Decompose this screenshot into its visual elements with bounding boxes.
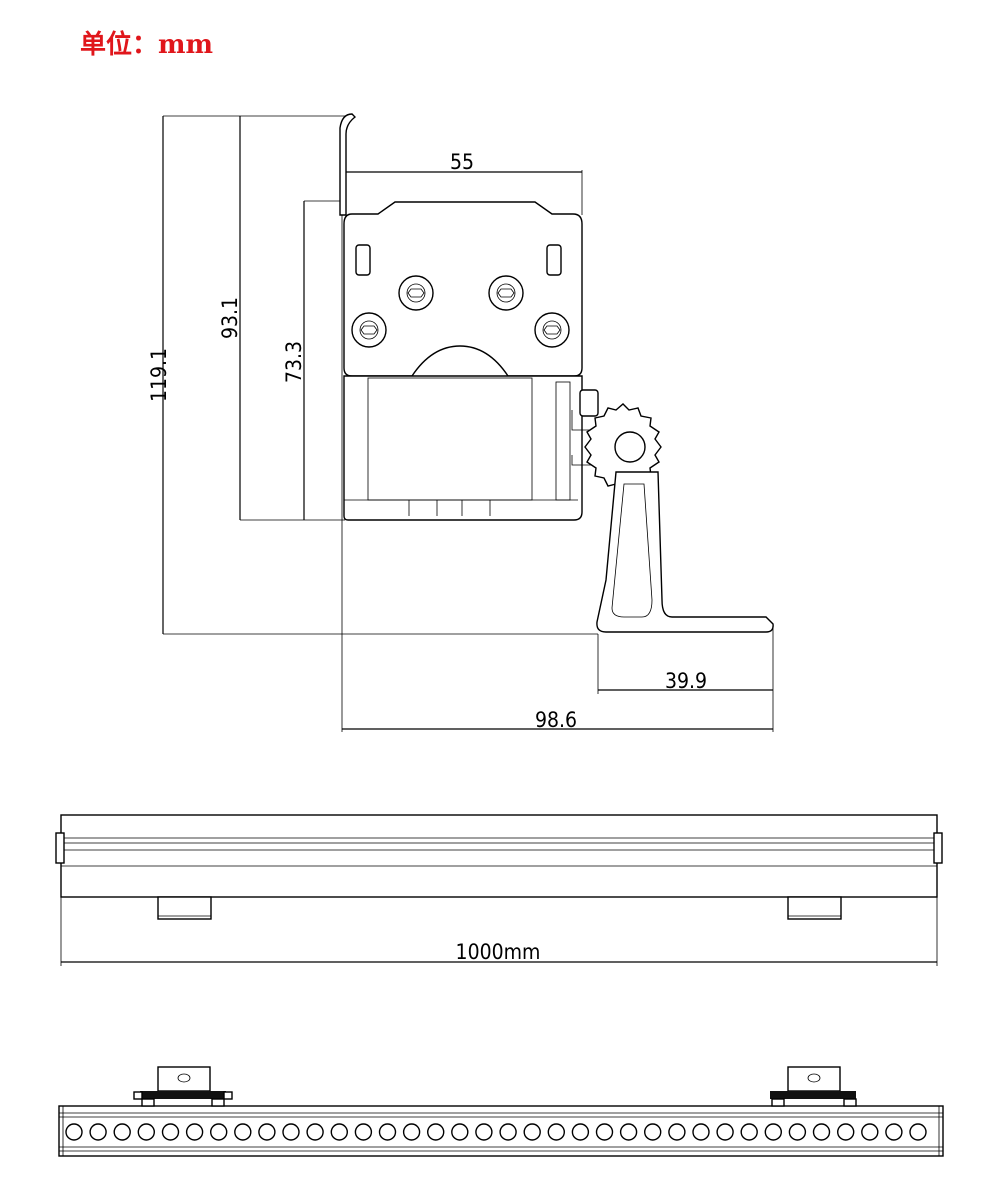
front-view: 1000mm bbox=[55, 814, 943, 966]
screw-bottom-left bbox=[351, 312, 387, 348]
led-lens bbox=[113, 1123, 131, 1141]
led-lens bbox=[89, 1123, 107, 1141]
adjust-knob bbox=[579, 389, 599, 417]
front-housing bbox=[60, 814, 938, 898]
unit-label: 单位： bbox=[80, 30, 159, 60]
screw-bottom-right bbox=[534, 312, 570, 348]
unit-value: mm bbox=[158, 30, 214, 60]
led-lens bbox=[137, 1123, 156, 1141]
right-bottom-bracket bbox=[770, 1066, 857, 1107]
l-bracket bbox=[596, 471, 774, 633]
dim-total-height: 119.1 bbox=[147, 348, 171, 402]
led-lens bbox=[595, 1123, 614, 1141]
right-slot bbox=[546, 244, 562, 276]
led-lens bbox=[571, 1123, 590, 1141]
lens-visor bbox=[339, 113, 357, 216]
left-foot bbox=[157, 896, 212, 920]
unit-title: 单位：mm bbox=[80, 24, 213, 61]
led-lens bbox=[282, 1123, 300, 1141]
led-lens bbox=[909, 1123, 927, 1141]
led-lens bbox=[234, 1123, 252, 1141]
screw-top-right bbox=[488, 275, 524, 311]
left-endcap bbox=[55, 832, 65, 864]
led-lens bbox=[378, 1123, 397, 1141]
side-profile-view: 119.1 93.1 73.3 55 39.9 98.6 bbox=[147, 113, 774, 732]
led-lens bbox=[185, 1123, 204, 1141]
dim-total-width: 98.6 bbox=[535, 708, 577, 732]
led-lens bbox=[861, 1123, 879, 1141]
right-endcap bbox=[933, 832, 943, 864]
left-slot bbox=[355, 244, 371, 276]
led-lens bbox=[258, 1123, 276, 1141]
bottom-view bbox=[58, 1066, 944, 1157]
led-lens bbox=[209, 1123, 228, 1141]
right-foot bbox=[787, 896, 842, 920]
top-mount-plate bbox=[343, 201, 583, 377]
led-lens bbox=[451, 1123, 469, 1141]
led-lens bbox=[547, 1123, 565, 1141]
led-lens bbox=[788, 1123, 807, 1141]
led-lens bbox=[354, 1123, 373, 1141]
led-lens bbox=[692, 1123, 710, 1141]
side-channel bbox=[555, 381, 571, 501]
led-lens bbox=[740, 1123, 758, 1141]
led-lens bbox=[764, 1123, 782, 1141]
dim-bracket-width: 39.9 bbox=[665, 669, 707, 693]
led-row bbox=[65, 1123, 927, 1141]
led-lens bbox=[644, 1123, 662, 1141]
dim-inner-height: 93.1 bbox=[218, 297, 242, 339]
led-lens bbox=[330, 1123, 348, 1141]
dim-length: 1000mm bbox=[456, 940, 541, 964]
led-lens bbox=[885, 1123, 903, 1141]
led-lens bbox=[306, 1123, 324, 1141]
screw-top-left bbox=[398, 275, 434, 311]
bracket-cutout bbox=[611, 483, 653, 618]
housing-body bbox=[343, 375, 583, 521]
led-lens bbox=[427, 1123, 445, 1141]
dim-top-width: 55 bbox=[450, 150, 474, 174]
led-lens bbox=[402, 1123, 421, 1141]
led-lens bbox=[812, 1123, 831, 1141]
led-lens bbox=[668, 1123, 686, 1141]
led-lens bbox=[716, 1123, 734, 1141]
led-lens bbox=[161, 1123, 180, 1141]
led-lens bbox=[65, 1123, 83, 1141]
led-lens bbox=[475, 1123, 493, 1141]
led-lens bbox=[837, 1123, 855, 1141]
dim-housing-height: 73.3 bbox=[282, 341, 306, 383]
led-lens bbox=[619, 1123, 638, 1141]
left-bottom-bracket bbox=[133, 1066, 233, 1107]
led-lens bbox=[499, 1123, 517, 1141]
led-lens bbox=[523, 1123, 541, 1141]
